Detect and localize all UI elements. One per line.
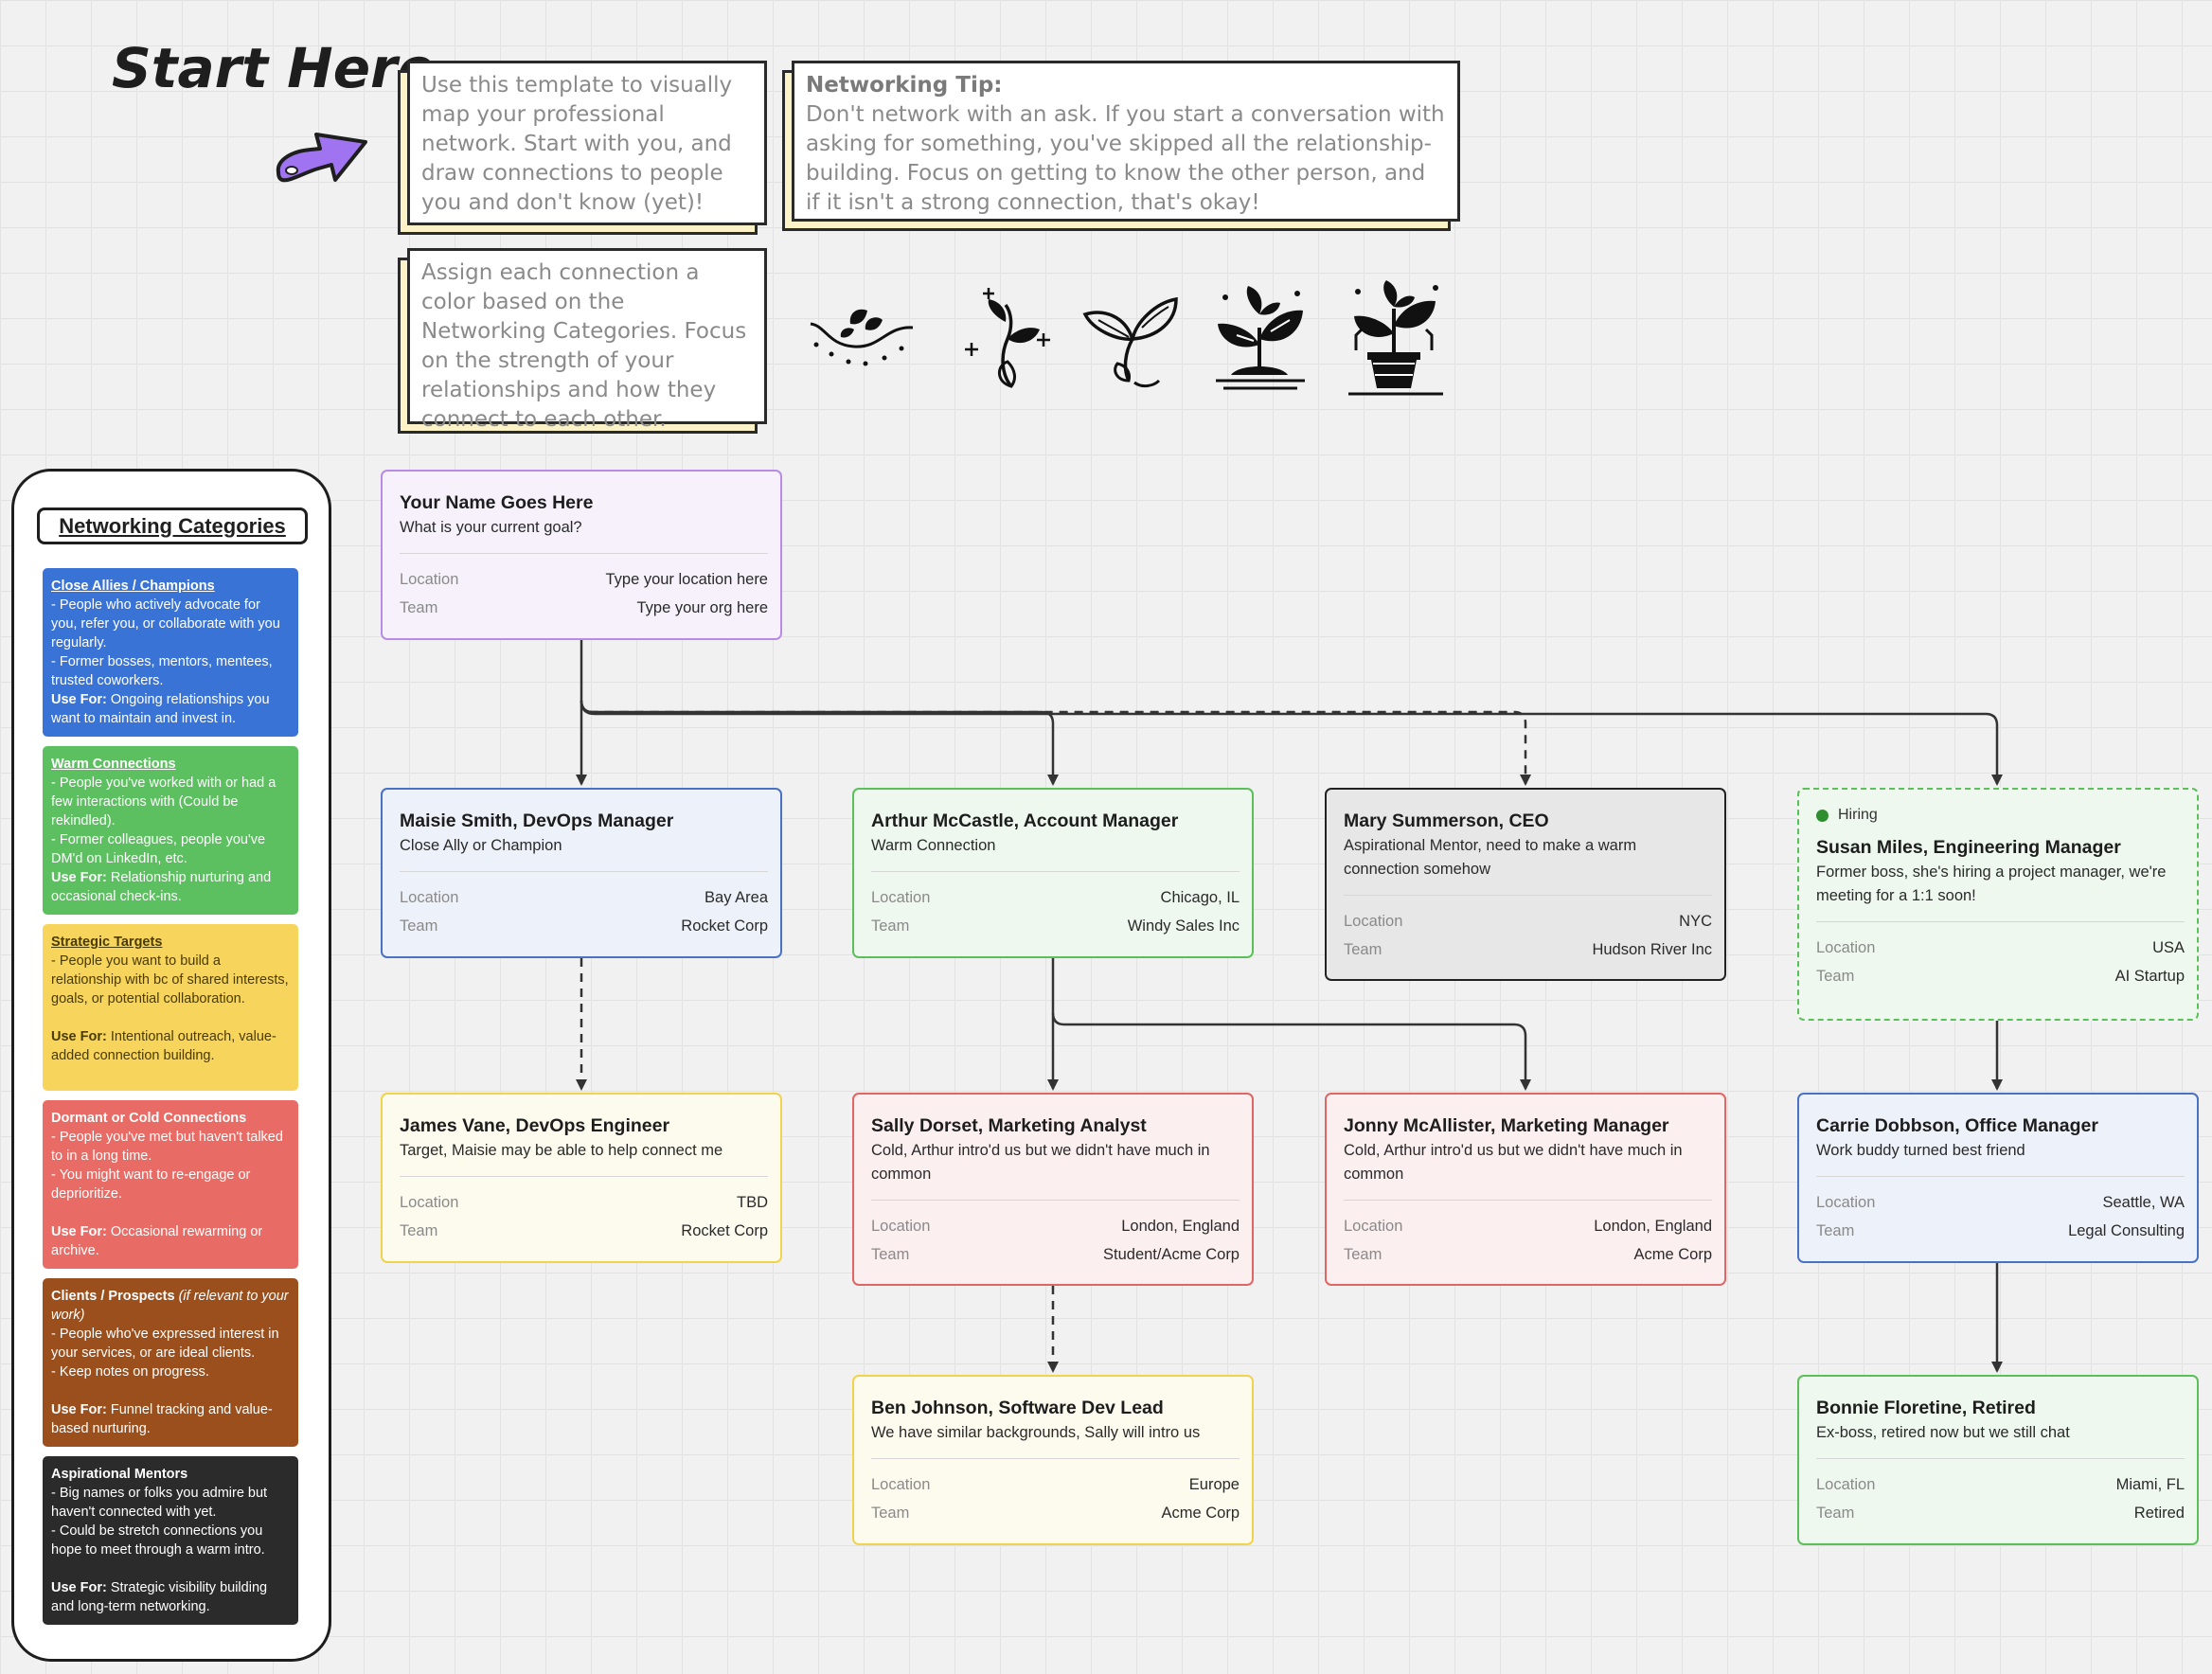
category-title: Aspirational Mentors (51, 1467, 188, 1482)
card-name: Sally Dorset, Marketing Analyst (871, 1115, 1147, 1136)
networking-tip-note: Networking Tip: Don't network with an as… (782, 61, 1460, 231)
sprout-icon (965, 288, 1050, 388)
card-name: Susan Miles, Engineering Manager (1816, 837, 2121, 858)
purple-arrow-icon (276, 133, 367, 183)
card-team: Rocket Corp (681, 917, 768, 935)
seedling-icon (1082, 296, 1178, 388)
card-name: James Vane, DevOps Engineer (400, 1115, 670, 1136)
card-location: Miami, FL (2115, 1476, 2185, 1493)
category-title: Dormant or Cold Connections (51, 1111, 247, 1126)
plant-icon (1216, 286, 1305, 390)
card-desc: Cold, Arthur intro'd us but we didn't ha… (871, 1142, 1210, 1183)
card-team: Rocket Corp (681, 1222, 768, 1239)
tip-title: Networking Tip: (806, 73, 1003, 98)
networking-categories-title: Networking Categories (37, 508, 308, 544)
tip-body: Don't network with an ask. If you start … (806, 102, 1445, 215)
card-team: Acme Corp (1161, 1505, 1240, 1522)
hiring-badge: Hiring (1816, 807, 2185, 824)
card-name: Your Name Goes Here (400, 492, 594, 513)
card-team: Type your org here (636, 599, 769, 616)
category-close-allies: Close Allies / Champions - People who ac… (43, 568, 298, 737)
category-aspirational-mentors: Aspirational Mentors - Big names or folk… (43, 1456, 298, 1625)
card-location: Seattle, WA (2102, 1194, 2185, 1211)
card-team: Legal Consulting (2068, 1222, 2185, 1239)
category-warm-connections: Warm Connections - People you've worked … (43, 746, 298, 915)
start-here-title: Start Here (112, 36, 435, 100)
card-jonny[interactable]: Jonny McAllister, Marketing Manager Cold… (1325, 1093, 1726, 1286)
card-desc: Target, Maisie may be able to help conne… (400, 1142, 723, 1159)
connector-arthur-jonny (1051, 1012, 1531, 1091)
card-sally[interactable]: Sally Dorset, Marketing Analyst Cold, Ar… (852, 1093, 1254, 1286)
card-desc: We have similar backgrounds, Sally will … (871, 1424, 1201, 1441)
card-location: NYC (1679, 913, 1712, 930)
card-team: Retired (2133, 1505, 2185, 1522)
category-title: Clients / Prospects (if relevant to your… (51, 1289, 289, 1323)
card-desc: What is your current goal? (400, 519, 582, 536)
category-strategic-targets: Strategic Targets - People you want to b… (43, 924, 298, 1091)
card-team: Student/Acme Corp (1103, 1246, 1240, 1263)
card-name: Ben Johnson, Software Dev Lead (871, 1398, 1164, 1418)
card-name: Bonnie Floretine, Retired (1816, 1398, 2036, 1418)
card-desc: Warm Connection (871, 837, 996, 854)
card-desc: Cold, Arthur intro'd us but we didn't ha… (1344, 1142, 1683, 1183)
card-location: Type your location here (605, 571, 768, 588)
card-maisie[interactable]: Maisie Smith, DevOps Manager Close Ally … (381, 788, 782, 958)
card-ben[interactable]: Ben Johnson, Software Dev Lead We have s… (852, 1375, 1254, 1545)
card-desc: Former boss, she's hiring a project mana… (1816, 864, 2167, 904)
card-carrie[interactable]: Carrie Dobbson, Office Manager Work budd… (1797, 1093, 2199, 1263)
card-desc: Work buddy turned best friend (1816, 1142, 2025, 1159)
intro-note: Use this template to visually map your p… (398, 61, 767, 235)
card-team: AI Startup (2114, 968, 2185, 985)
category-dormant-cold: Dormant or Cold Connections - People you… (43, 1100, 298, 1269)
card-name: Maisie Smith, DevOps Manager (400, 810, 674, 831)
card-you[interactable]: Your Name Goes Here What is your current… (381, 470, 782, 640)
card-location: TBD (737, 1194, 768, 1211)
card-location: Bay Area (705, 889, 768, 906)
seed-soil-icon (810, 309, 914, 366)
card-bonnie[interactable]: Bonnie Floretine, Retired Ex-boss, retir… (1797, 1375, 2199, 1545)
card-james[interactable]: James Vane, DevOps Engineer Target, Mais… (381, 1093, 782, 1263)
category-title: Close Allies / Champions (51, 579, 215, 594)
card-desc: Close Ally or Champion (400, 837, 562, 854)
card-arthur[interactable]: Arthur McCastle, Account Manager Warm Co… (852, 788, 1254, 958)
card-name: Arthur McCastle, Account Manager (871, 810, 1179, 831)
card-location: USA (2152, 939, 2185, 956)
connector-you-susan (580, 700, 2003, 786)
card-team: Hudson River Inc (1592, 941, 1712, 958)
card-desc: Ex-boss, retired now but we still chat (1816, 1424, 2070, 1441)
potted-plant-icon (1348, 280, 1443, 396)
category-title: Strategic Targets (51, 935, 163, 950)
card-susan[interactable]: Hiring Susan Miles, Engineering Manager … (1797, 788, 2199, 1021)
assign-color-note: Assign each connection a color based on … (398, 248, 767, 434)
category-clients-prospects: Clients / Prospects (if relevant to your… (43, 1278, 298, 1447)
card-team: Windy Sales Inc (1127, 917, 1240, 935)
card-name: Jonny McAllister, Marketing Manager (1344, 1115, 1669, 1136)
card-name: Mary Summerson, CEO (1344, 810, 1549, 831)
category-title: Warm Connections (51, 757, 176, 772)
card-desc: Aspirational Mentor, need to make a warm… (1344, 837, 1637, 878)
status-dot-icon (1816, 809, 1828, 822)
card-location: London, England (1594, 1218, 1712, 1235)
card-team: Acme Corp (1633, 1246, 1712, 1263)
card-location: Europe (1188, 1476, 1240, 1493)
card-location: London, England (1121, 1218, 1240, 1235)
card-location: Chicago, IL (1160, 889, 1240, 906)
card-name: Carrie Dobbson, Office Manager (1816, 1115, 2098, 1136)
card-mary[interactable]: Mary Summerson, CEO Aspirational Mentor,… (1325, 788, 1726, 981)
